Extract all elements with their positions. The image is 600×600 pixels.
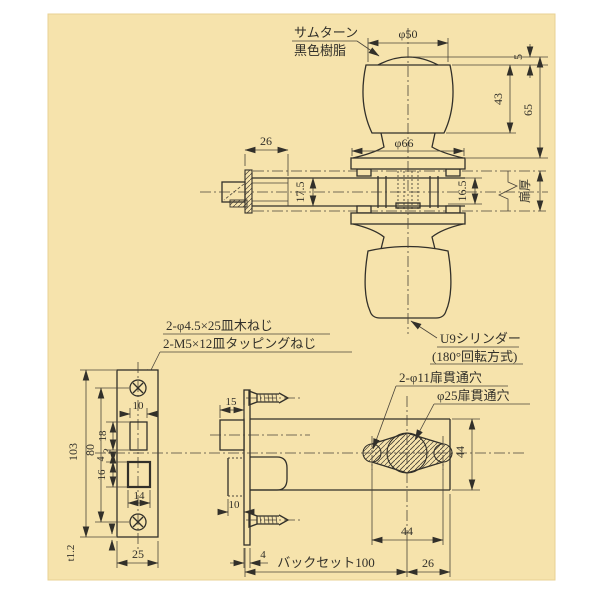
dim-top-diameter: φ50: [399, 27, 418, 41]
faceplate-dimensions: 103 80 10 18 2 4 16: [65, 369, 159, 568]
label-cylinder-1: U9シリンダー: [440, 331, 521, 346]
faceplate-front-view: [116, 362, 159, 552]
dim-plate-thickness: t1.2: [65, 545, 77, 562]
dim-case-height: 44: [453, 446, 467, 458]
dim-rose-diameter: φ66: [395, 136, 414, 150]
latch-side-view: 15 10 4: [210, 389, 451, 568]
dim-hole2-height: 16: [96, 469, 108, 481]
dim-bolt-throw: 15: [226, 396, 238, 408]
guard-bolt-hole: [129, 421, 148, 451]
dim-offset-2: 2: [102, 448, 114, 456]
bottom-dimensions: 44 44 バックセット100 26: [244, 418, 480, 577]
dim-total-height: 65: [521, 104, 535, 116]
label-thumbturn-material-1: サムターン: [294, 25, 358, 40]
label-through-hole-phi25: φ25扉貫通穴: [437, 388, 510, 403]
dim-edge-distance: 26: [422, 556, 434, 570]
dim-dome-height: 5: [511, 54, 525, 60]
dim-plate-height: 103: [66, 443, 80, 461]
upper-dimensions: φ50 サムターン 黒色樹脂 5 43 65 扉厚: [244, 25, 548, 365]
dim-door-thickness: 扉厚: [518, 179, 532, 203]
label-cylinder-2: (180°回転方式): [432, 349, 517, 364]
guard-bolt-side: [227, 457, 244, 497]
dim-backset: バックセット100: [277, 555, 375, 570]
dim-offset-4: 4: [96, 457, 107, 462]
label-tapping-screws: 2-M5×12皿タッピングねじ: [163, 336, 316, 351]
dim-guard-bolt: 10: [229, 499, 241, 511]
break-line: [498, 171, 518, 211]
dim-hole1-height: 18: [97, 430, 109, 442]
dim-hole2-width: 14: [134, 490, 146, 502]
label-thumbturn-material-2: 黒色樹脂: [294, 43, 346, 58]
dim-hub-height: 16.5: [455, 181, 469, 202]
label-wood-screws: 2-φ4.5×25皿木ねじ: [166, 318, 273, 333]
dim-case-diameter: 17.5: [293, 182, 307, 203]
dim-knob-height: 43: [491, 93, 505, 105]
dim-latch-case-length: 26: [260, 134, 272, 148]
dim-hole1-width: 10: [133, 400, 145, 412]
dim-plate-offset: 4: [260, 549, 266, 561]
screw-hole-bottom: [129, 513, 147, 531]
upper-view: φ50 サムターン 黒色樹脂 5 43 65 扉厚: [200, 25, 548, 365]
faceplate-side: [243, 389, 251, 546]
label-through-hole-phi11: 2-φ11扉貫通穴: [399, 370, 482, 385]
screw-hole-top: [129, 379, 147, 397]
lower-view: 2-φ4.5×25皿木ねじ 2-M5×12皿タッピングねじ 103: [65, 318, 530, 577]
latch-bolt-hole: [126, 460, 152, 489]
mounting-screw-top: [246, 390, 300, 406]
faceplate-section: [244, 169, 253, 214]
dim-screw-pitch: 80: [83, 444, 97, 456]
dim-plate-width: 25: [132, 547, 144, 561]
